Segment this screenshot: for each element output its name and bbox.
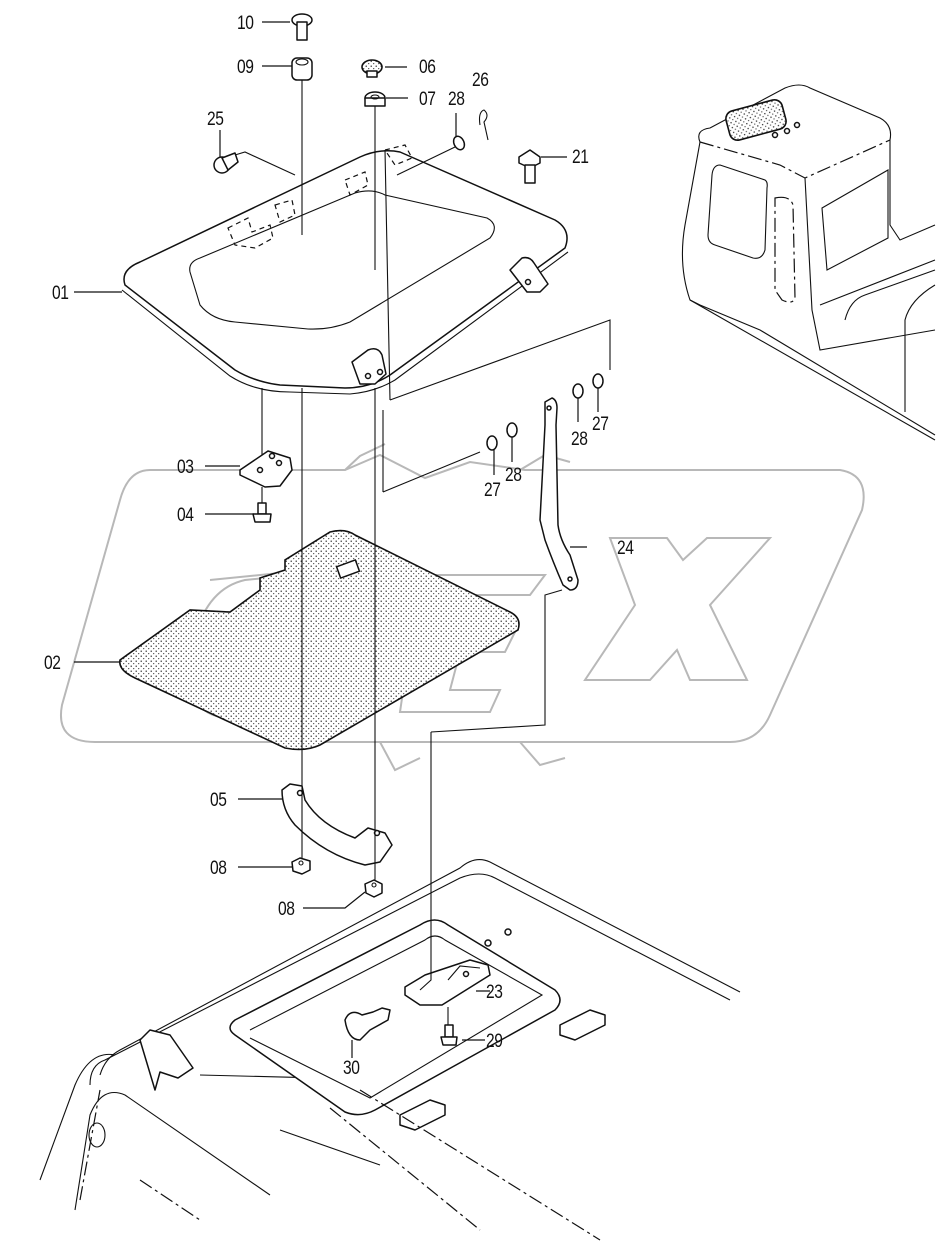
part-label-27: 27 — [592, 414, 609, 435]
leader-lines — [74, 21, 611, 1058]
part-label-02: 02 — [44, 653, 61, 674]
part-label-26: 26 — [472, 70, 489, 91]
part-label-06: 06 — [419, 57, 436, 78]
handle-part — [281, 783, 393, 866]
part-label-25: 25 — [207, 109, 224, 130]
cab-illustration — [681, 84, 936, 441]
part-label-21: 21 — [572, 147, 589, 168]
mat-part — [118, 529, 520, 751]
part-label-07: 07 — [419, 89, 436, 110]
hatch-cover-part — [121, 144, 569, 395]
part-label-01: 01 — [52, 283, 69, 304]
part-label-08: 08 — [210, 858, 227, 879]
part-label-09: 09 — [237, 57, 254, 78]
bracket-and-screw — [239, 450, 293, 523]
part-label-24: 24 — [617, 538, 634, 559]
part-label-30: 30 — [343, 1058, 360, 1079]
roof-base — [39, 859, 741, 1241]
part-label-28: 28 — [505, 465, 522, 486]
part-label-08: 08 — [278, 899, 295, 920]
part-label-28: 28 — [448, 89, 465, 110]
nuts — [291, 857, 383, 898]
part-label-27: 27 — [484, 480, 501, 501]
part-label-23: 23 — [486, 982, 503, 1003]
part-label-28: 28 — [571, 429, 588, 450]
mat-cutout — [335, 559, 361, 579]
part-label-10: 10 — [237, 13, 254, 34]
lock-hardware — [344, 959, 491, 1046]
part-label-03: 03 — [177, 457, 194, 478]
part-label-29: 29 — [486, 1031, 503, 1052]
part-label-05: 05 — [210, 790, 227, 811]
part-label-04: 04 — [177, 505, 194, 526]
